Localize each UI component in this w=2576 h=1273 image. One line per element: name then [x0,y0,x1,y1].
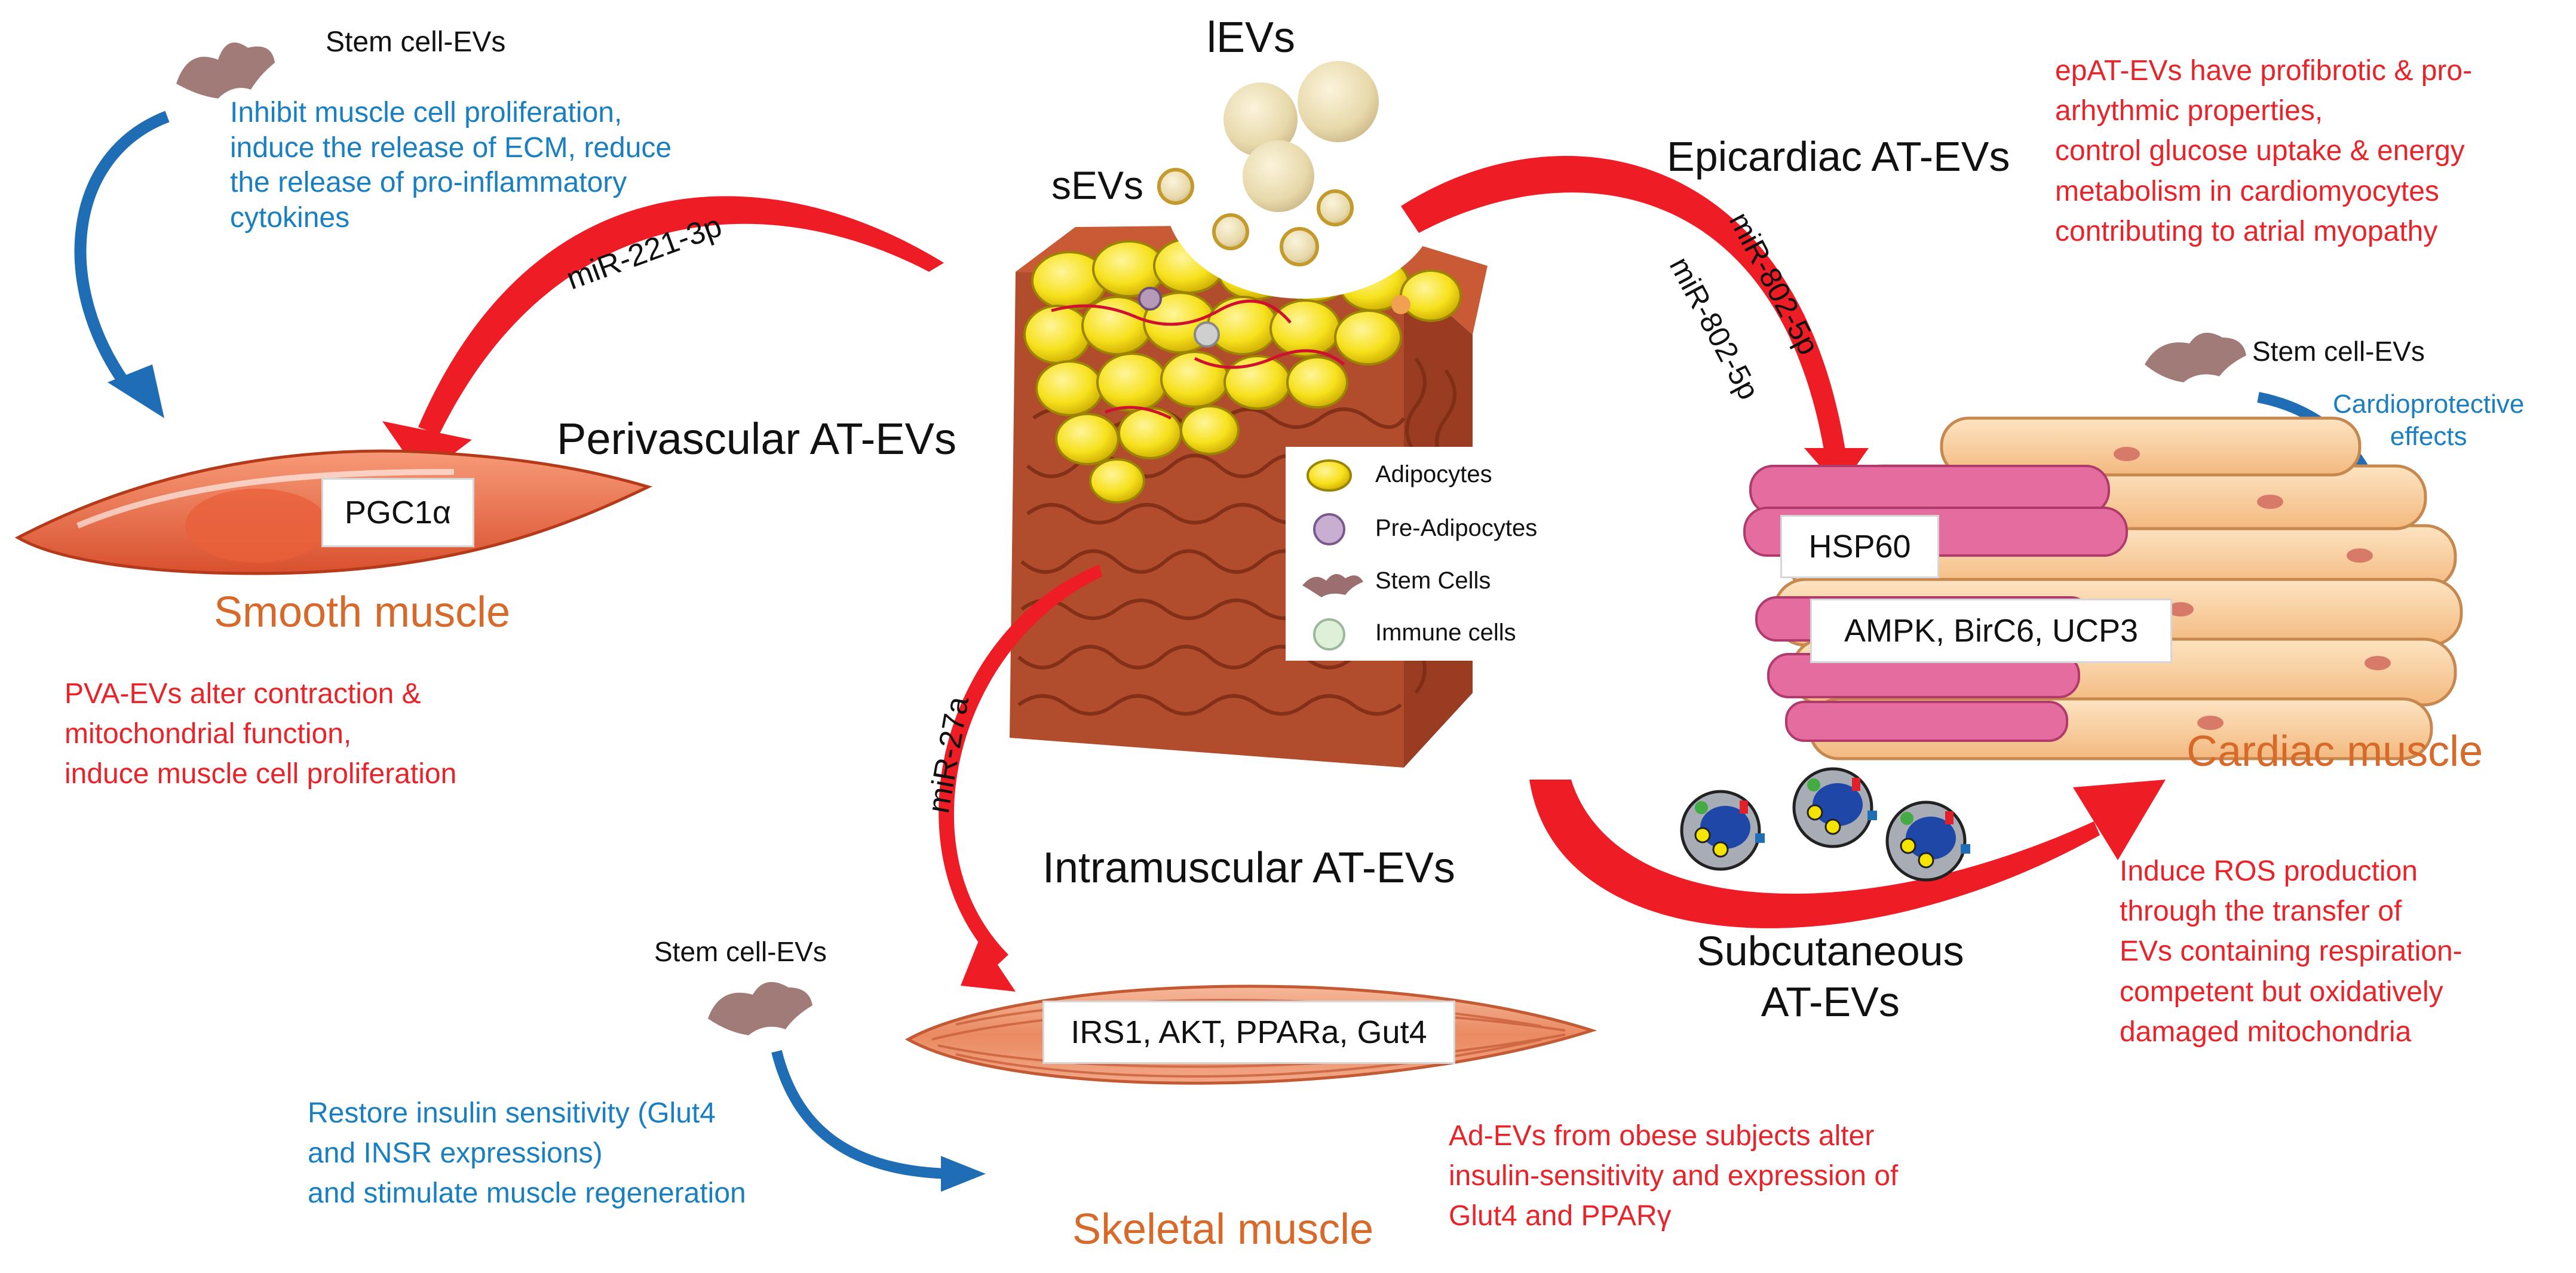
stem-cell-icon-skeletal [708,981,812,1035]
pgc1a-box: PGC1α [321,478,474,547]
large-ev-vesicles [1223,61,1379,212]
adipocyte-legend-icon [1307,459,1352,492]
immune-cell-legend-icon [1313,618,1345,651]
blue-arrow-smooth [74,111,170,418]
perivascular-title: Perivascular AT-EVs [557,414,956,464]
pre-adipocyte-legend-icon [1313,513,1345,545]
stem-cell-evs-label-cardiac: Stem cell-EVs [2252,336,2425,367]
skeletal-stem-effect-text: Restore insulin sensitivity (Glut4 and I… [308,1097,746,1210]
stem-cell-evs-label-skeletal: Stem cell-EVs [654,936,827,967]
cardiac-muscle-label: Cardiac muscle [2186,728,2483,775]
epicardiac-title: Epicardiac AT-EVs [1667,133,2010,180]
blue-arrow-skeletal [771,1050,986,1192]
subcutaneous-effect-text: Induce ROS production through the transf… [2120,855,2462,1048]
smooth-muscle-label: Smooth muscle [214,588,511,636]
legend-immune-cells: Immune cells [1375,619,1516,646]
stem-cell-evs-label-smooth: Stem cell-EVs [326,26,506,58]
stem-cell-icon-top-left [176,42,275,99]
ampk-birc6-ucp3-box: AMPK, BirC6, UCP3 [1810,599,2172,663]
mitochondria-evs [1680,767,1970,882]
legend-pre-adipocytes: Pre-Adipocytes [1375,515,1538,541]
large-evs-label: lEVs [1207,14,1296,62]
arrow-to-smooth-muscle [382,196,944,478]
legend-adipocytes: Adipocytes [1375,461,1492,487]
cardiac-stem-effect-text: Cardioprotective effects [2333,389,2525,451]
legend-stem-cells: Stem Cells [1375,568,1491,594]
epicardiac-effect-text: epAT-EVs have profibrotic & pro- arhythm… [2055,55,2473,247]
smooth-muscle-cell [14,449,652,575]
subcutaneous-title: Subcutaneous AT-EVs [1697,928,1964,1026]
intramuscular-title: Intramuscular AT-EVs [1042,844,1455,892]
arrow-subcutaneous [1529,780,2166,928]
irs1-akt-ppara-gut4-box: IRS1, AKT, PPARa, Gut4 [1042,1001,1455,1064]
arrow-to-skeletal-muscle [939,565,1102,992]
cardiac-muscle-tissue [1743,416,2463,760]
stem-cell-legend-icon [1302,573,1363,597]
stem-cell-icon-cardiac [2145,333,2246,382]
hsp60-box: HSP60 [1780,515,1939,578]
skeletal-effect-text: Ad-EVs from obese subjects alter insulin… [1449,1120,1899,1232]
small-evs-label: sEVs [1051,163,1144,207]
smooth-effect-text: PVA-EVs alter contraction & mitochondria… [65,678,457,790]
smooth-stem-effect-text: Inhibit muscle cell proliferation, induc… [230,97,672,234]
small-ev-vesicles [1157,168,1354,266]
skeletal-muscle-label: Skeletal muscle [1072,1205,1374,1253]
